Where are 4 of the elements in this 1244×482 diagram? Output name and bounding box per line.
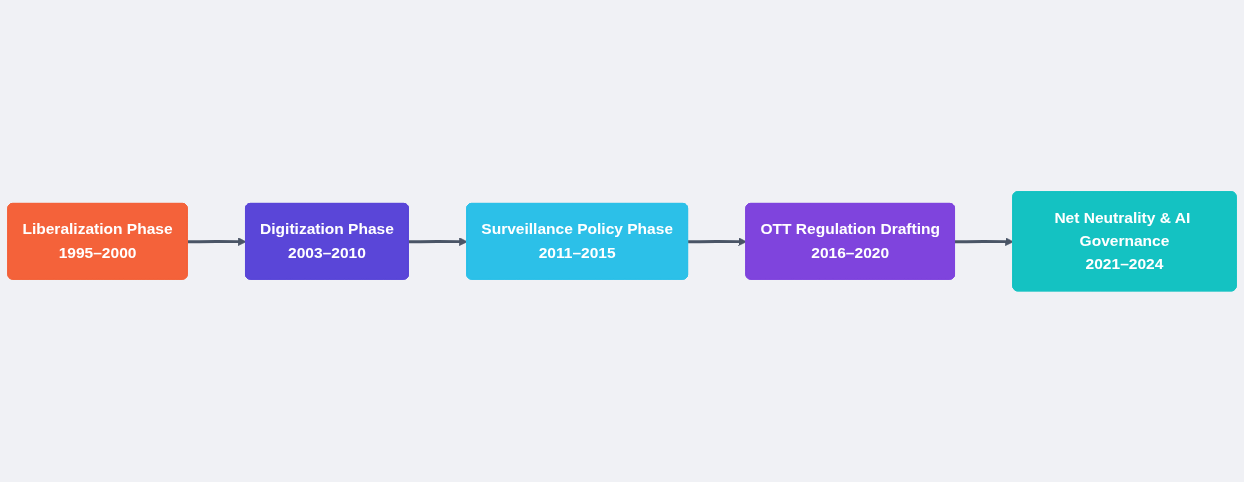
arrow [187, 237, 247, 246]
arrow [408, 237, 468, 246]
arrow [688, 237, 747, 246]
arrow [955, 237, 1014, 246]
